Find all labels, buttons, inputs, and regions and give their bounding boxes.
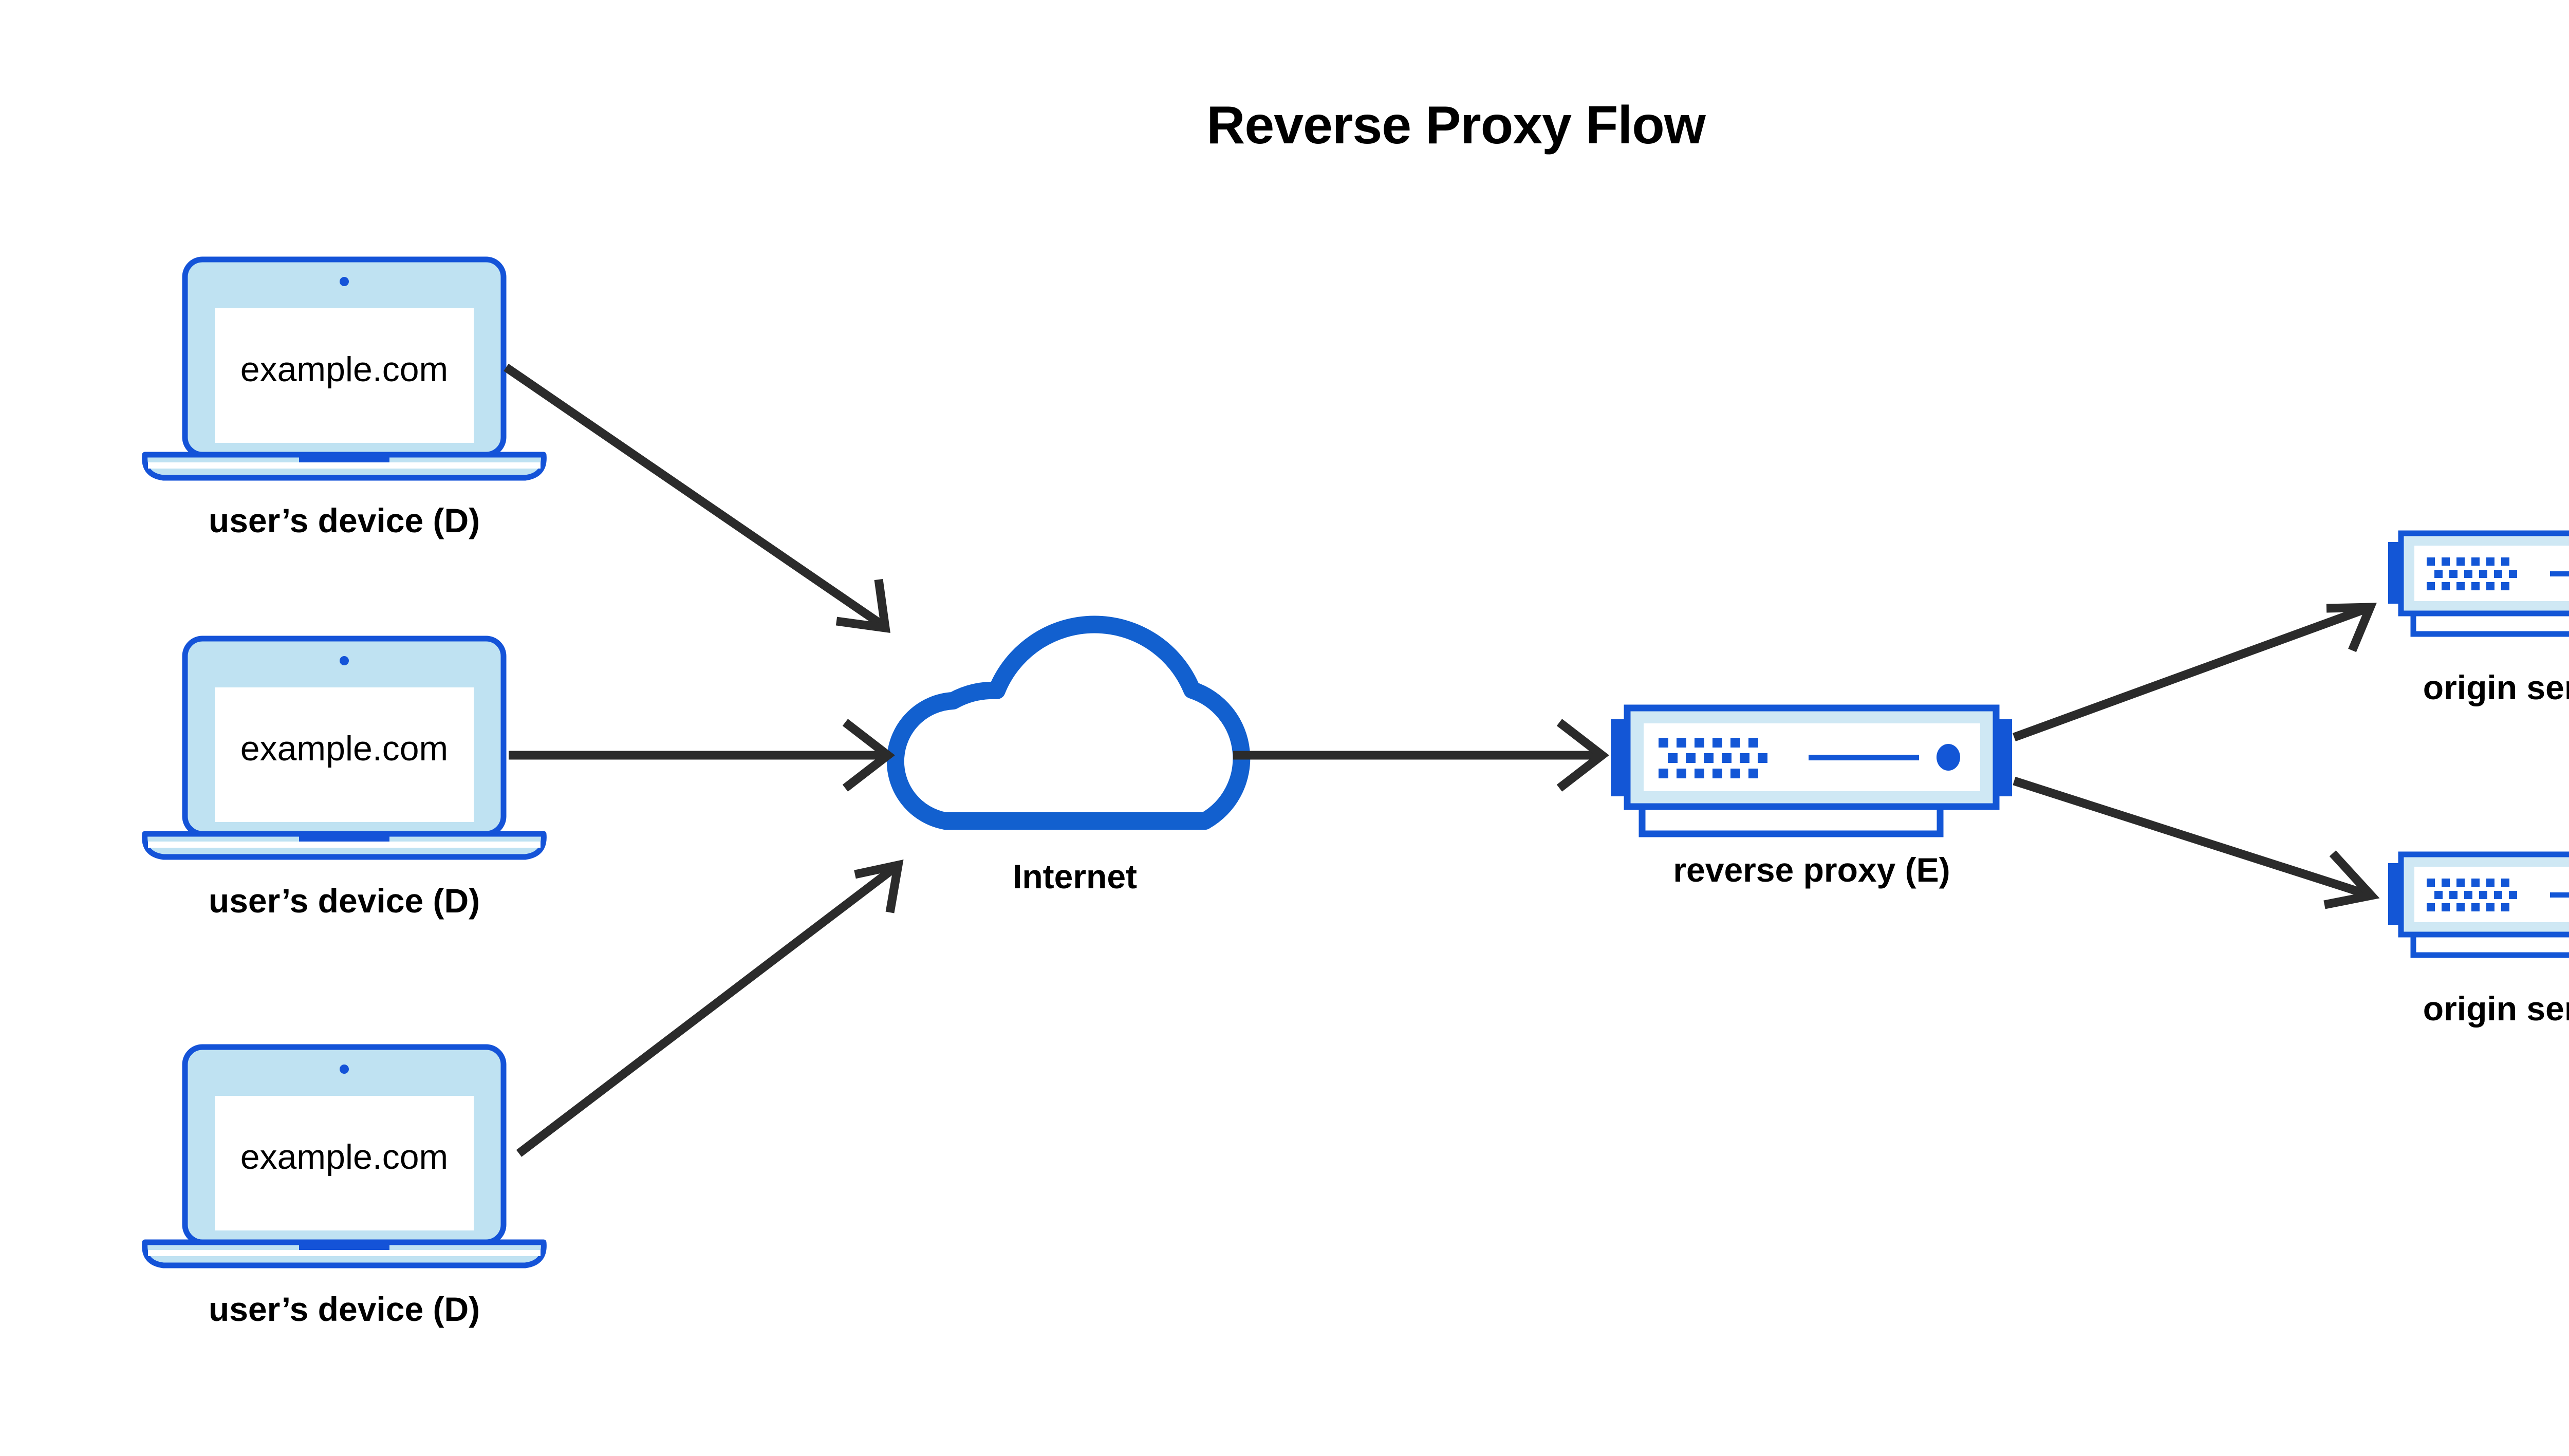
laptop-base-notch xyxy=(299,834,389,843)
label-origin-top: origin server (F) xyxy=(2423,668,2569,706)
laptop-screen xyxy=(215,1096,474,1230)
arrow-device-top-to-internet xyxy=(504,363,890,633)
label-device-top: user’s device (D) xyxy=(208,501,480,539)
laptop-screen-text-device-middle: example.com xyxy=(240,729,449,768)
server-icon-origin-bottom[interactable] xyxy=(2388,851,2569,958)
cloud-outline xyxy=(886,615,1251,830)
laptop-base-notch xyxy=(299,1242,389,1251)
server-status-line-icon xyxy=(2550,892,2569,898)
label-reverse-proxy: reverse proxy (E) xyxy=(1673,851,1950,889)
laptop-camera-icon xyxy=(340,1065,349,1074)
page-title: Reverse Proxy Flow xyxy=(1206,96,1705,155)
arrow-device-bottom-to-internet xyxy=(516,860,904,1157)
label-internet: Internet xyxy=(1012,857,1138,895)
server-status-line-icon xyxy=(2550,571,2569,576)
arrow-internet-to-reverse-proxy xyxy=(1233,719,1609,792)
laptop-base-notch xyxy=(299,455,389,463)
server-status-line-icon xyxy=(1809,755,1919,760)
server-icon-origin-top[interactable] xyxy=(2388,530,2569,637)
server-icon-reverse-proxy[interactable] xyxy=(1611,704,2012,837)
arrow-reverse-proxy-to-origin-top xyxy=(2013,603,2377,741)
laptop-screen-text-device-bottom: example.com xyxy=(240,1137,449,1177)
label-device-middle: user’s device (D) xyxy=(208,882,480,920)
server-port-grid-icon xyxy=(1659,738,1767,778)
laptop-screen xyxy=(215,687,474,822)
arrow-device-middle-to-internet xyxy=(509,719,895,792)
server-status-dot-icon xyxy=(1937,744,1960,771)
laptop-icon-device-middle[interactable] xyxy=(142,636,547,860)
laptop-icon-device-top[interactable] xyxy=(142,256,547,481)
server-port-grid-icon xyxy=(2427,879,2517,911)
label-origin-bottom: origin server (F) xyxy=(2423,990,2569,1028)
laptop-camera-icon xyxy=(340,656,349,665)
arrow-reverse-proxy-to-origin-bottom xyxy=(2013,776,2380,909)
laptop-camera-icon xyxy=(340,277,349,286)
label-device-bottom: user’s device (D) xyxy=(208,1290,480,1328)
laptop-screen-text-device-top: example.com xyxy=(240,350,449,389)
server-port-grid-icon xyxy=(2427,557,2517,590)
laptop-icon-device-bottom[interactable] xyxy=(142,1044,547,1268)
cloud-icon-internet[interactable] xyxy=(886,615,1251,830)
laptop-screen xyxy=(215,308,474,443)
